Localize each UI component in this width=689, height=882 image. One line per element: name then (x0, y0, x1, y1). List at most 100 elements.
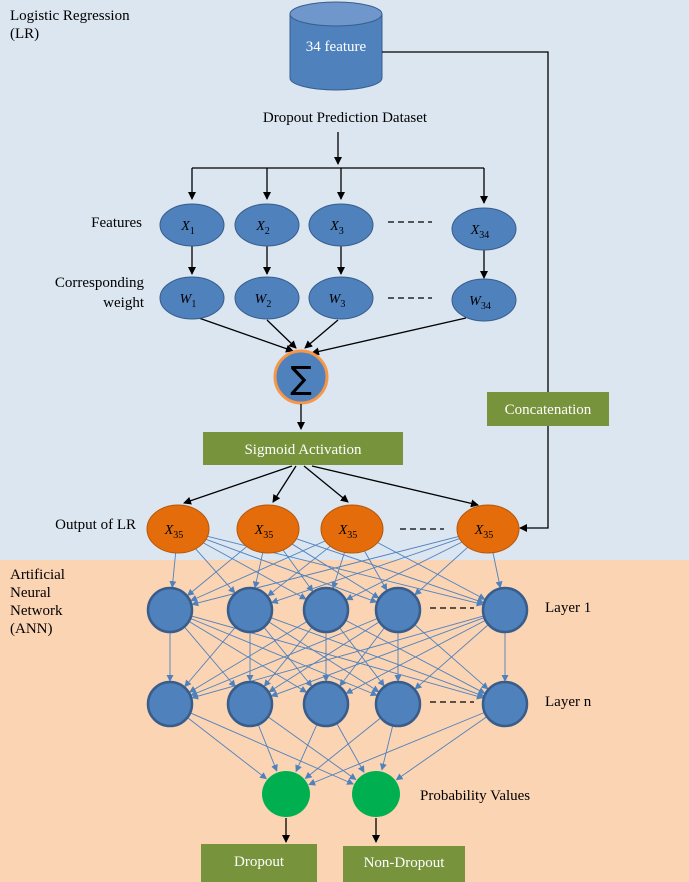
weight-node-1-shape (159, 276, 225, 320)
sigmoid-activation-label: Sigmoid Activation (244, 442, 362, 458)
feature-node-2-label: X2 (255, 219, 270, 237)
weight-node-34-label: W34 (469, 294, 491, 312)
edge-output3-to-layer1-node4 (363, 549, 388, 591)
edge-layer1-node3-to-layern-node4 (339, 627, 385, 687)
w1-to-sum (195, 316, 294, 353)
layern-node-2 (226, 680, 274, 728)
layern-node-3 (302, 680, 350, 728)
features-row-label: Features (91, 215, 142, 231)
edge-output1-to-layer1-node3 (198, 540, 307, 600)
edge-layern-node4-to-prob1 (304, 717, 382, 779)
cylinder-to-concat-line (382, 51, 549, 392)
edge-layern-node3-to-prob1 (295, 723, 318, 773)
non-dropout-box (343, 846, 465, 882)
sigmoid-to-out3 (303, 465, 349, 503)
feature-node-3-subscript: 3 (339, 226, 344, 237)
ann-section-title-line1: Artificial (10, 567, 65, 583)
edge-layer1-node3-to-layern-node1 (188, 620, 308, 693)
weight-node-34-shape (451, 278, 517, 322)
weight-node-34-subscript: 34 (481, 301, 491, 312)
layer1-node-5 (481, 586, 529, 634)
feature-node-2-shape (234, 203, 300, 247)
layern-node-5 (481, 680, 529, 728)
feature-node-1-label: X1 (180, 219, 195, 237)
edge-layern-node4-to-prob2 (379, 725, 394, 771)
edge-layern-node5-to-prob1 (308, 711, 485, 786)
feature-node-1-shape (159, 203, 225, 247)
output-node-3: X35 (320, 504, 384, 554)
edge-layer1-node5-to-layern-node4 (414, 624, 489, 690)
edge-layer1-node5-to-layern-node3 (345, 619, 486, 694)
output-node-2-subscript: 35 (263, 530, 273, 541)
weight-node-2-shape (234, 276, 300, 320)
edge-layer1-node4-to-layern-node1 (190, 617, 378, 697)
edge-output2-to-layer1-node3 (281, 548, 314, 593)
edge-layer1-node1-to-layern-node2 (183, 626, 236, 688)
edge-output4-to-layer1-node2 (270, 536, 466, 604)
summation-symbol: ∑ (290, 359, 312, 397)
ann-section-title-line3: Network (10, 603, 63, 619)
sigmoid-to-out2 (272, 465, 297, 503)
output-node-1-subscript: 35 (173, 530, 183, 541)
feature-node-1-var: X (180, 219, 190, 234)
output-node-4: X35 (456, 504, 520, 554)
feature-node-34-label: X34 (470, 223, 490, 241)
weight-node-1-label: W1 (180, 292, 197, 310)
edge-layern-node5-to-prob2 (395, 716, 488, 781)
sigmoid-to-out4 (311, 465, 479, 508)
concat-to-output-arrow (519, 426, 549, 532)
output-row-label: Output of LR (55, 517, 136, 533)
output-node-1: X35 (146, 504, 210, 554)
output-node-1-shape (146, 504, 210, 554)
edge-layer1-node4-to-layern-node2 (268, 621, 380, 693)
weight-row-label-line1: Corresponding (55, 275, 145, 291)
output-node-3-label: X35 (338, 523, 358, 541)
feature-node-3-shape (308, 203, 374, 247)
dataset-feature-count: 34 feature (306, 39, 367, 55)
feature-node-2-subscript: 2 (265, 226, 270, 237)
output-node-4-var: X (474, 523, 484, 538)
layern-node-4 (374, 680, 422, 728)
dataset-name: Dropout Prediction Dataset (263, 110, 428, 126)
edge-layer1-node2-to-layern-node1 (184, 626, 237, 688)
dataset-cylinder-icon (289, 1, 383, 91)
weight-node-34: W34 (451, 278, 517, 322)
feature-node-34-subscript: 34 (479, 230, 489, 241)
output-node-1-var: X (164, 523, 174, 538)
feature-node-3-var: X (329, 219, 339, 234)
weight-node-2: W2 (234, 276, 300, 320)
feature-node-34-shape (451, 207, 517, 251)
edge-layern-node1-to-prob2 (189, 712, 355, 785)
output-node-4-subscript: 35 (483, 530, 493, 541)
weight-node-3: W3 (308, 276, 374, 320)
output-node-3-shape (320, 504, 384, 554)
weight-node-2-var: W (255, 292, 268, 307)
non-dropout-label: Non-Dropout (364, 855, 446, 871)
w2-to-sum (266, 319, 297, 349)
edge-output3-to-layer1-node5 (373, 539, 486, 600)
edge-layern-node2-to-prob1 (257, 724, 278, 772)
probability-node-1 (262, 771, 310, 817)
concatenation-box (487, 392, 609, 426)
w34-to-sum (311, 317, 467, 356)
edge-output4-to-layer1-node4 (414, 544, 471, 596)
w3-to-sum (304, 319, 339, 349)
layern-node-1 (146, 680, 194, 728)
feature-node-34-var: X (470, 223, 480, 238)
output-node-1-label: X35 (164, 523, 184, 541)
edge-output2-to-layer1-node5 (290, 536, 485, 604)
weight-node-1-subscript: 1 (191, 299, 196, 310)
feature-node-2-var: X (255, 219, 265, 234)
edge-output4-to-layer1-node5 (492, 552, 503, 589)
layer1-node-2 (226, 586, 274, 634)
edge-layern-node2-to-prob2 (267, 716, 357, 781)
weight-row-label-line2: weight (103, 295, 145, 311)
feature-node-3: X3 (308, 203, 374, 247)
sigmoid-to-out1 (183, 465, 293, 505)
ann-section-title-line4: (ANN) (10, 621, 53, 637)
layern-label: Layer n (545, 694, 592, 710)
edge-output1-to-layer1-node1 (169, 552, 177, 589)
edge-output1-to-layer1-node4 (200, 536, 378, 604)
layer1-node-4 (374, 586, 422, 634)
layer1-node-3 (302, 586, 350, 634)
